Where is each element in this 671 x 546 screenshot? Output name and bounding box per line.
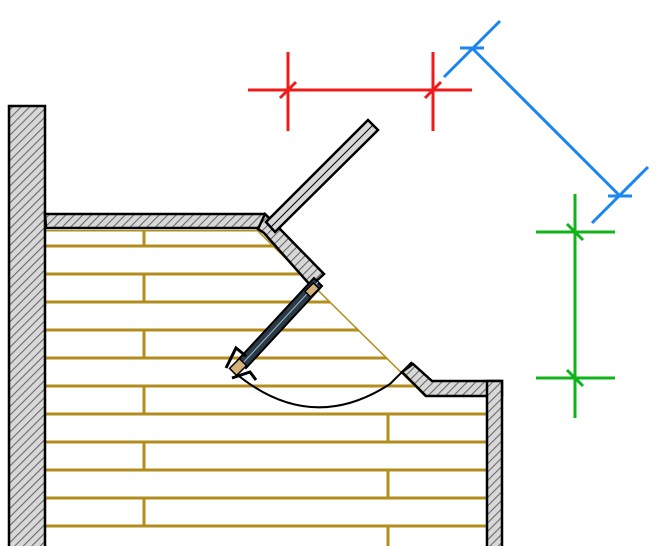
skylight-inner-line [270,124,374,228]
walls [7,104,504,546]
door-swing-arc [233,371,391,409]
red-dimension [248,52,472,131]
green-dimension [536,194,615,418]
door [224,276,413,409]
right-wall [485,379,504,546]
door-hinge [228,357,248,377]
blue-dimension [442,19,650,225]
top-wall [43,212,283,230]
left-wall [7,104,47,546]
